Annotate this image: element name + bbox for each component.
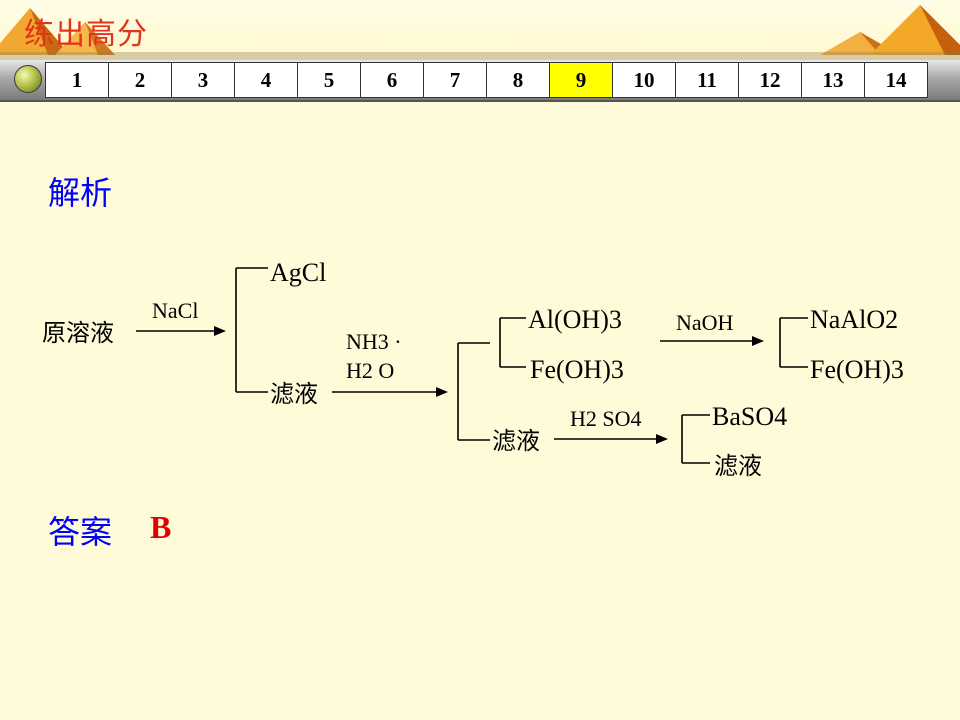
nav-page-button-6[interactable]: 6 bbox=[361, 63, 424, 97]
filtrate-label: 滤液 bbox=[492, 427, 540, 455]
reagent-h2o-label: H2 O bbox=[346, 358, 394, 383]
nav-page-button-12[interactable]: 12 bbox=[739, 63, 802, 97]
feoh3-label: Fe(OH)3 bbox=[810, 355, 904, 384]
feoh3-label: Fe(OH)3 bbox=[530, 355, 624, 384]
baso4-label: BaSO4 bbox=[712, 402, 787, 431]
analysis-label: 解析 bbox=[48, 174, 113, 212]
answer-label: 答案 bbox=[48, 513, 113, 551]
nav-page-button-1[interactable]: 1 bbox=[46, 63, 109, 97]
aloh3-label: Al(OH)3 bbox=[528, 305, 622, 334]
reagent-nh3-label: NH3 · bbox=[346, 329, 402, 354]
nav-page-button-10[interactable]: 10 bbox=[613, 63, 676, 97]
agcl-label: AgCl bbox=[270, 258, 326, 287]
arrow-head bbox=[656, 434, 668, 444]
nav-home-button[interactable] bbox=[14, 65, 42, 93]
nav-page-button-11[interactable]: 11 bbox=[676, 63, 739, 97]
nav-page-button-8[interactable]: 8 bbox=[487, 63, 550, 97]
slide-header: 练出高分 bbox=[0, 0, 960, 60]
start-solution-label: 原溶液 bbox=[42, 319, 114, 347]
nav-page-button-13[interactable]: 13 bbox=[802, 63, 865, 97]
nav-page-button-5[interactable]: 5 bbox=[298, 63, 361, 97]
reagent-nacl-label: NaCl bbox=[152, 298, 198, 323]
nav-page-button-7[interactable]: 7 bbox=[424, 63, 487, 97]
naalo2-label: NaAlO2 bbox=[810, 305, 898, 334]
arrow-head bbox=[214, 326, 226, 336]
answer-value: B bbox=[150, 509, 172, 545]
reagent-h2so4-label: H2 SO4 bbox=[570, 406, 642, 431]
nav-page-button-14[interactable]: 14 bbox=[865, 63, 928, 97]
nav-page-button-3[interactable]: 3 bbox=[172, 63, 235, 97]
reagent-naoh-label: NaOH bbox=[676, 310, 734, 335]
slide-title: 练出高分 bbox=[24, 17, 148, 52]
nav-page-button-9[interactable]: 9 bbox=[550, 63, 613, 97]
nav-page-button-4[interactable]: 4 bbox=[235, 63, 298, 97]
pyramid-decoration bbox=[0, 5, 960, 60]
filtrate-label: 滤液 bbox=[714, 452, 762, 480]
filtrate-label: 滤液 bbox=[270, 380, 318, 408]
arrow-head bbox=[752, 336, 764, 346]
nav-page-button-2[interactable]: 2 bbox=[109, 63, 172, 97]
arrow-head bbox=[436, 387, 448, 397]
